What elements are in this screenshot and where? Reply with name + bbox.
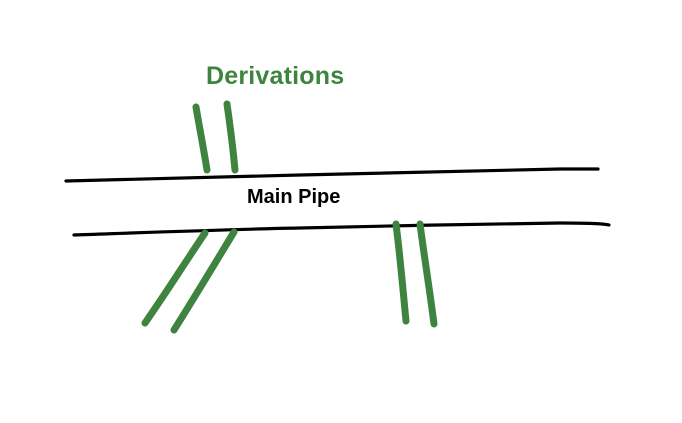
lower-left-derivation-right-wall (170, 228, 238, 334)
derivations-label: Derivations (206, 62, 345, 90)
upper-derivation-right-wall (223, 100, 239, 174)
main-pipe-top-wall (64, 167, 600, 183)
lower-right-derivation-left-wall (392, 220, 410, 325)
main-pipe-label: Main Pipe (247, 186, 341, 208)
lower-right-derivation-right-wall (416, 220, 438, 328)
main-pipe-bottom-wall (72, 221, 611, 237)
upper-derivation-left-wall (192, 103, 211, 174)
lower-left-derivation-left-wall (141, 229, 209, 327)
